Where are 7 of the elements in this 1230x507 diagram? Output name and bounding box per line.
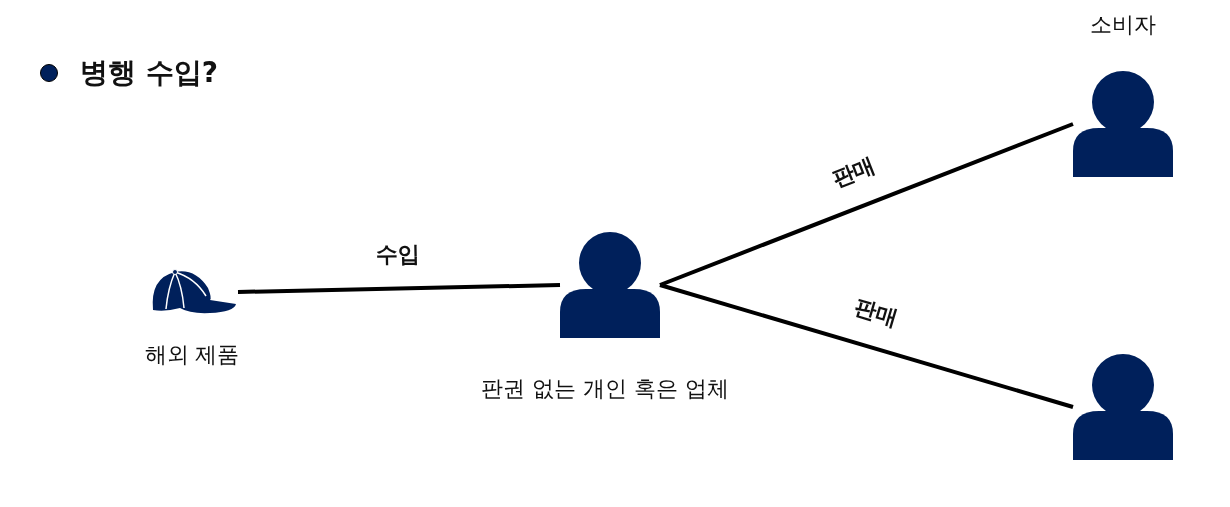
connector-line	[237, 283, 561, 294]
node-caption: 판권 없는 개인 혹은 업체	[481, 375, 729, 403]
connector-line	[659, 283, 1074, 409]
node-caption: 해외 제품	[144, 341, 240, 369]
title: 병행 수입?	[80, 55, 218, 91]
connector-line	[659, 122, 1074, 287]
node-caption: 소비자	[1090, 11, 1156, 39]
